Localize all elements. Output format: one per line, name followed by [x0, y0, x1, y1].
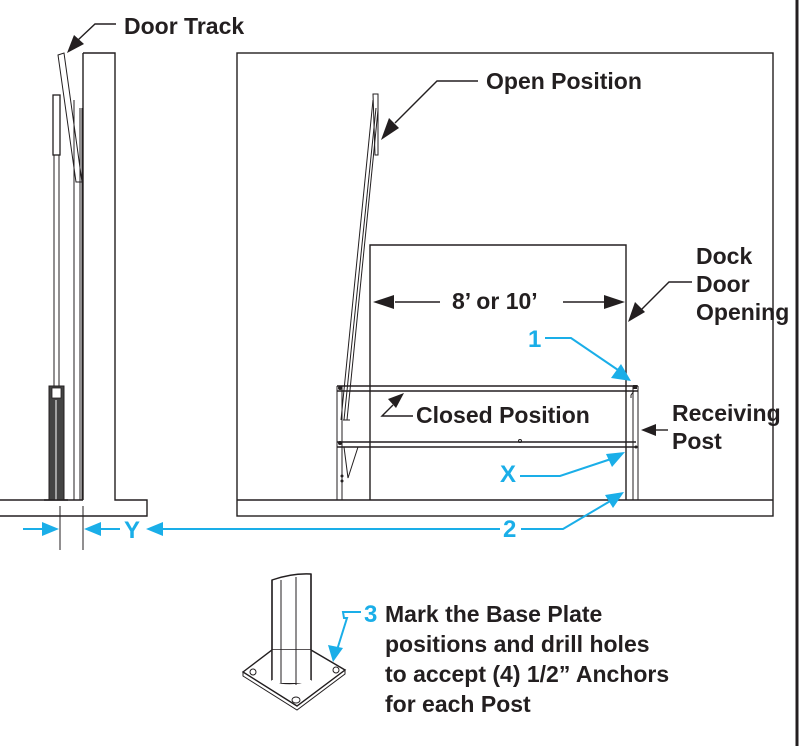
- label-open-position: Open Position: [486, 68, 642, 94]
- callout-step-3: 3: [364, 601, 377, 628]
- receiving-post: [622, 385, 644, 501]
- label-receiving-line1: Receiving: [672, 400, 781, 426]
- callout-step-2: 2: [503, 516, 516, 543]
- instruction-line-1: Mark the Base Plate: [385, 601, 602, 627]
- base-plate-illustration: [241, 573, 347, 711]
- dock-door-opening: [369, 244, 627, 500]
- callout-step-1: 1: [528, 326, 541, 353]
- label-dock-line3: Opening: [696, 299, 789, 325]
- gate-closed-position: [330, 385, 638, 501]
- side-gate-arm: [44, 94, 68, 501]
- label-receiving-line2: Post: [672, 428, 722, 454]
- door-track: [57, 52, 83, 500]
- gate-open-position: [340, 93, 379, 421]
- instruction-line-3: to accept (4) 1/2” Anchors: [385, 661, 669, 687]
- dock-wall: [236, 52, 774, 517]
- instruction-line-2: positions and drill holes: [385, 631, 650, 657]
- side-wall: [0, 52, 148, 517]
- x-marker: X: [500, 461, 516, 488]
- label-width-dimension: 8’ or 10’: [452, 288, 538, 314]
- instruction-line-4: for each Post: [385, 691, 531, 717]
- label-dock-line2: Door: [696, 271, 750, 297]
- label-door-track: Door Track: [124, 13, 244, 39]
- label-closed-position: Closed Position: [416, 402, 590, 428]
- side-view: [0, 52, 148, 550]
- instruction-text: Mark the Base Plate positions and drill …: [385, 601, 669, 717]
- label-dock-line1: Dock: [696, 243, 752, 269]
- y-marker: Y: [124, 517, 140, 544]
